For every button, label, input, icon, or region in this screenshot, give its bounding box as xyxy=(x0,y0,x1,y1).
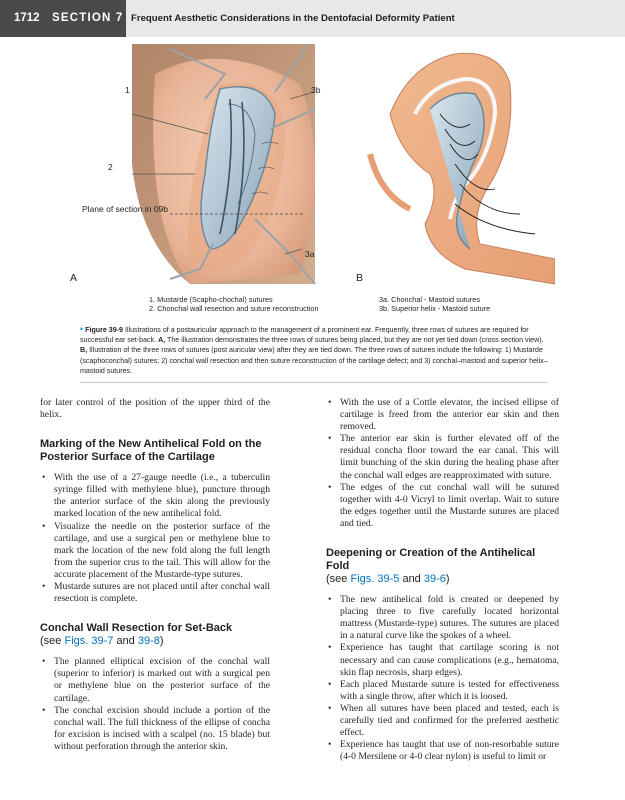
figure-caption: • Figure 39-9 Illustrations of a postaur… xyxy=(80,324,548,376)
caption-divider xyxy=(80,382,548,383)
caption-text: Illustrations of a postauricular approac… xyxy=(80,326,529,345)
legend-right: 3a. Chonchal - Mastoid sutures 3b. Super… xyxy=(379,295,490,313)
label-3b: 3b xyxy=(311,85,321,95)
list-item: Experience has taught that use of non-re… xyxy=(326,739,559,763)
resection-list: The planned elliptical excision of the c… xyxy=(40,656,270,753)
right-column: With the use of a Cottle elevator, the i… xyxy=(326,397,559,763)
figure-reference-link[interactable]: 39-6 xyxy=(423,573,446,586)
list-item: The edges of the cut conchal wall will b… xyxy=(326,482,559,530)
list-item: Experience has taught that cartilage sco… xyxy=(326,642,559,678)
panel-a-drawing xyxy=(131,44,316,285)
heading-subtitle: (see Figs. 39-5 and 39-6) xyxy=(326,573,450,586)
panel-label-a: A xyxy=(70,272,78,284)
label-1: 1 xyxy=(125,85,130,95)
running-header: 1712 SECTION 7 Frequent Aesthetic Consid… xyxy=(0,0,625,37)
list-item: When all sutures have been placed and te… xyxy=(326,703,559,739)
label-2: 2 xyxy=(108,162,113,172)
list-item: Each placed Mustarde suture is tested fo… xyxy=(326,679,559,703)
heading-subtitle: (see Figs. 39-7 and 39-8) xyxy=(40,635,164,648)
caption-text: Illustration of the three rows of suture… xyxy=(80,346,548,375)
heading-marking-antihelical-fold: Marking of the New Antihelical Fold on t… xyxy=(40,438,262,464)
heading-conchal-wall-resection: Conchal Wall Resection for Set-Back xyxy=(40,622,233,635)
label-3a: 3a xyxy=(305,249,315,259)
fold-list: The new antihelical fold is created or d… xyxy=(326,594,559,763)
figure-reference-link[interactable]: 39-8 xyxy=(137,635,160,648)
marking-list: With the use of a 27-gauge needle (i.e.,… xyxy=(40,472,270,605)
plane-of-section-label: Plane of section in 09b xyxy=(82,204,169,214)
figure-reference-link[interactable]: Figs. 39-5 xyxy=(350,573,400,586)
figure-illustration xyxy=(131,44,555,285)
legend-left: 1. Mustarde (Scapho-chochal) sutures 2. … xyxy=(149,295,319,313)
caption-text: The illustration demonstrates the three … xyxy=(165,336,544,345)
page-number: 1712 xyxy=(14,12,40,24)
section-label: SECTION 7 xyxy=(52,12,124,24)
list-item: The conchal excision should include a po… xyxy=(40,705,270,753)
figure-reference-link[interactable]: Figs. 39-7 xyxy=(64,635,114,648)
list-item: Mustarde sutures are not placed until af… xyxy=(40,581,270,605)
list-item: The new antihelical fold is created or d… xyxy=(326,594,559,642)
caption-b: B, xyxy=(80,346,88,355)
heading-antihelical-fold: Deepening or Creation of the Antihelical… xyxy=(326,547,536,573)
header-light-block xyxy=(126,0,625,37)
legend-item: 1. Mustarde (Scapho-chochal) sutures xyxy=(149,295,273,304)
list-item: Visualize the needle on the posterior su… xyxy=(40,521,270,581)
header-dark-block xyxy=(0,0,126,37)
list-item: The planned elliptical excision of the c… xyxy=(40,656,270,704)
panel-b-drawing xyxy=(367,52,555,285)
panel-label-b: B xyxy=(356,272,364,284)
list-item: With the use of a 27-gauge needle (i.e.,… xyxy=(40,472,270,520)
legend-item: 3b. Superior helix - Mastoid suture xyxy=(379,304,491,313)
legend-item: 3a. Chonchal - Mastoid sutures xyxy=(379,295,480,304)
left-column: for later control of the position of the… xyxy=(40,397,270,753)
intro-paragraph: for later control of the position of the… xyxy=(40,397,270,421)
elevation-list: With the use of a Cottle elevator, the i… xyxy=(326,397,559,530)
list-item: The anterior ear skin is further elevate… xyxy=(326,433,559,481)
figure-39-9: 1 3b 2 Plane of section in 09b 3a A B 1.… xyxy=(70,44,555,314)
caption-figure-label: Figure 39-9 xyxy=(85,326,123,334)
list-item: With the use of a Cottle elevator, the i… xyxy=(326,397,559,433)
caption-bullet: • xyxy=(80,324,84,334)
chapter-title: Frequent Aesthetic Considerations in the… xyxy=(131,13,455,24)
legend-item: 2. Chonchal wall resection and suture re… xyxy=(149,304,319,313)
caption-a: A, xyxy=(158,336,166,345)
